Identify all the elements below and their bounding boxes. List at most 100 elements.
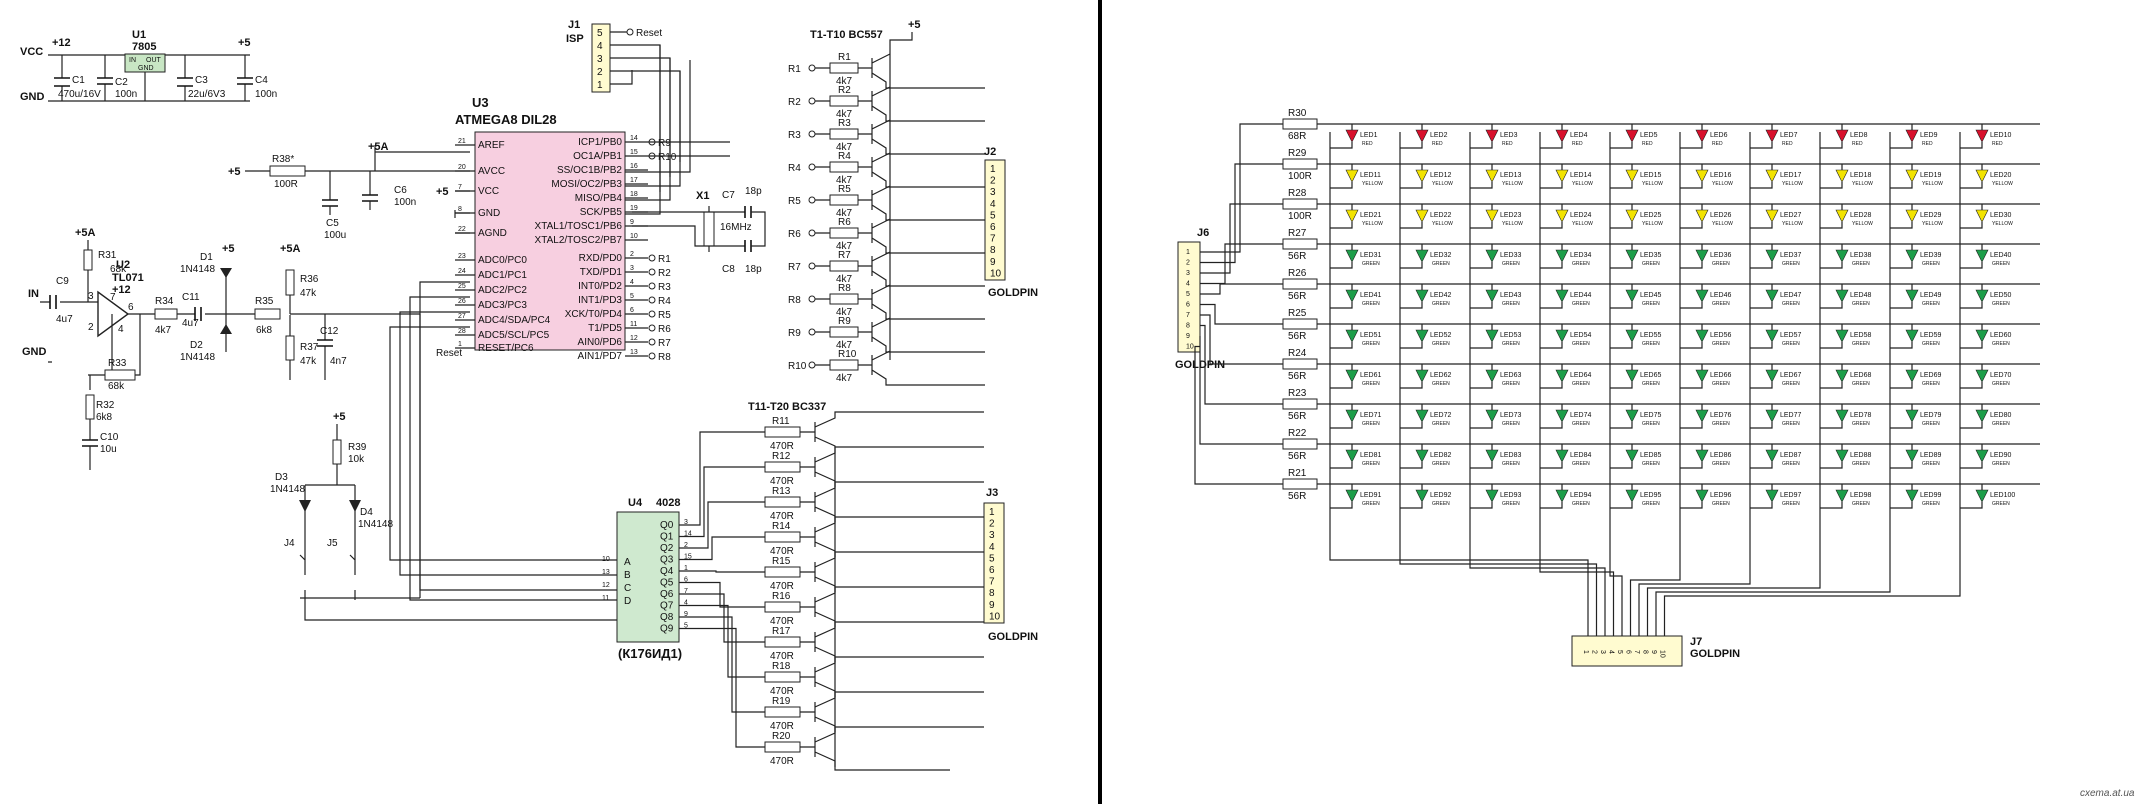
led-icon — [1415, 369, 1429, 383]
led-color: YELLOW — [1642, 181, 1663, 187]
row-resistor — [1282, 278, 1318, 290]
led-color: GREEN — [1782, 301, 1800, 307]
j2-pin: 9 — [990, 257, 996, 268]
led-label: LED59 — [1920, 332, 1942, 339]
led-color: YELLOW — [1712, 181, 1733, 187]
pnp-res-ref: R7 — [838, 250, 851, 261]
led-color: GREEN — [1502, 301, 1520, 307]
led-color: GREEN — [1922, 461, 1940, 467]
led-color: YELLOW — [1992, 221, 2013, 227]
led-icon — [1975, 209, 1989, 223]
led-label: LED39 — [1920, 252, 1942, 259]
j7-body — [1571, 635, 1683, 667]
led-color: YELLOW — [1852, 221, 1873, 227]
mcu-pin-name: TXD/PD1 — [580, 267, 623, 278]
dec-out-name: Q1 — [660, 532, 674, 543]
footer-site: cxema.at.ua — [2080, 788, 2135, 799]
led-icon — [1835, 209, 1849, 223]
analog-part-ref: D4 — [360, 507, 373, 518]
led-icon — [1415, 289, 1429, 303]
row-resistor — [1282, 158, 1318, 170]
j7-pin: 2 — [1591, 650, 1598, 654]
op-pin-2: 2 — [88, 322, 94, 333]
op-pin-3: 3 — [88, 291, 94, 302]
led-icon — [1835, 129, 1849, 143]
led-icon — [1835, 369, 1849, 383]
led-icon — [1695, 209, 1709, 223]
mcu-pin-num: 28 — [458, 328, 466, 335]
c5-val: 100u — [324, 230, 346, 241]
led-color: GREEN — [1432, 501, 1450, 507]
led-color: GREEN — [1432, 301, 1450, 307]
led-label: LED87 — [1780, 452, 1802, 459]
led-color: GREEN — [1432, 461, 1450, 467]
mcu-pin-num: 27 — [458, 313, 466, 320]
j7-pin: 1 — [1582, 650, 1589, 654]
j6-pin: 1 — [1186, 249, 1190, 256]
npn-res-val: 470R — [770, 476, 794, 487]
led-icon — [1555, 129, 1569, 143]
led-label: LED47 — [1780, 292, 1802, 299]
pnp-net: R5 — [788, 196, 801, 207]
npn-res-val: 470R — [770, 686, 794, 697]
j7-pin: 5 — [1616, 650, 1623, 654]
mcu-pin-name: ICP1/PB0 — [578, 137, 622, 148]
npn-res-ref: R15 — [772, 556, 791, 567]
pnp-net: R6 — [788, 229, 801, 240]
led-icon — [1485, 409, 1499, 423]
led-label: LED23 — [1500, 212, 1522, 219]
led-color: GREEN — [1572, 421, 1590, 427]
j4-label: J4 — [284, 538, 295, 549]
led-label: LED16 — [1710, 172, 1732, 179]
dec-in-name: A — [624, 557, 631, 568]
led-icon — [1345, 369, 1359, 383]
led-icon — [1835, 329, 1849, 343]
led-color: GREEN — [1852, 421, 1870, 427]
analog-part-val: 1N4148 — [180, 264, 215, 275]
analog-part-val: 4k7 — [155, 325, 172, 336]
row-res-val: 56R — [1288, 291, 1306, 302]
led-icon — [1905, 289, 1919, 303]
led-label: LED12 — [1430, 172, 1452, 179]
led-label: LED54 — [1570, 332, 1592, 339]
led-color: RED — [1642, 141, 1653, 147]
analog-part-val: 4u7 — [182, 318, 199, 329]
led-label: LED43 — [1500, 292, 1522, 299]
j2-pin: 1 — [990, 164, 996, 175]
mcu-pin-name: AREF — [478, 140, 505, 151]
c3-ref: C3 — [195, 75, 208, 86]
led-color: GREEN — [1852, 381, 1870, 387]
led-icon — [1415, 129, 1429, 143]
pnp-res-val: 4k7 — [836, 274, 853, 285]
led-color: GREEN — [1642, 421, 1660, 427]
mcu-net-label: R2 — [658, 268, 671, 279]
analog-part-ref: R36 — [300, 274, 319, 285]
led-label: LED32 — [1430, 252, 1452, 259]
dec-out-num: 1 — [684, 565, 688, 572]
npn-res-ref: R18 — [772, 661, 791, 672]
led-color: GREEN — [1852, 261, 1870, 267]
led-label: LED48 — [1850, 292, 1872, 299]
j6-pin: 3 — [1186, 270, 1190, 277]
dec-in-name: C — [624, 583, 631, 594]
j2-ref: J2 — [984, 146, 996, 158]
j3-pin: 3 — [989, 530, 995, 541]
led-color: GREEN — [1642, 501, 1660, 507]
led-label: LED72 — [1430, 412, 1452, 419]
led-label: LED25 — [1640, 212, 1662, 219]
led-color: GREEN — [1712, 341, 1730, 347]
led-icon — [1625, 169, 1639, 183]
led-color: GREEN — [1782, 341, 1800, 347]
led-icon — [1555, 169, 1569, 183]
led-label: LED68 — [1850, 372, 1872, 379]
led-color: GREEN — [1572, 461, 1590, 467]
r38-ref: R38* — [272, 154, 294, 165]
c6-val: 100n — [394, 197, 416, 208]
led-color: GREEN — [1572, 301, 1590, 307]
npn-base-resistor — [764, 531, 801, 543]
c2-val: 100n — [115, 89, 137, 100]
led-color: GREEN — [1992, 381, 2010, 387]
mcu-pin-name: SS/OC1B/PB2 — [557, 165, 622, 176]
led-label: LED24 — [1570, 212, 1592, 219]
